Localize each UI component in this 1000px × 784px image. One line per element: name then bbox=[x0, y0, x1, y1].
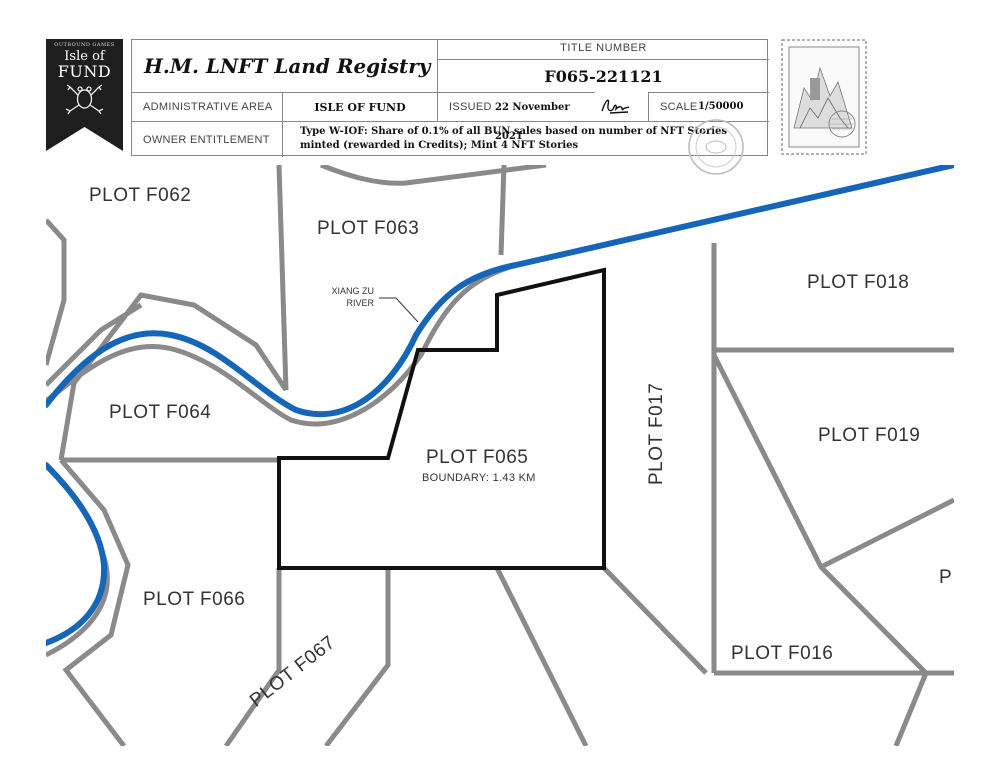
postage-stamp bbox=[781, 39, 867, 155]
title-number: F065-221121 bbox=[437, 59, 769, 92]
plot-roads bbox=[46, 165, 954, 746]
plot-label-f062: PLOT F062 bbox=[89, 185, 192, 206]
owner-entitlement-label: OWNER ENTITLEMENT bbox=[132, 121, 282, 157]
owner-entitlement-value: Type W-IOF: Share of 0.1% of all BUN sal… bbox=[282, 121, 769, 157]
issued-date: 22 November 2021 bbox=[495, 92, 595, 142]
plot-label-f019: PLOT F019 bbox=[818, 425, 921, 446]
title-number-label: TITLE NUMBER bbox=[437, 40, 769, 59]
registry-title: H.M. LNFT Land Registry bbox=[144, 54, 431, 78]
plot-f065-boundary-length: BOUNDARY: 1.43 KM bbox=[422, 472, 536, 484]
map-canvas bbox=[46, 165, 954, 746]
river-label-line-2: RIVER bbox=[346, 298, 374, 308]
river-label: XIANG ZU RIVER bbox=[314, 285, 374, 309]
admin-area-label: ADMINISTRATIVE AREA bbox=[132, 92, 282, 121]
plot-label-f016: PLOT F016 bbox=[731, 643, 834, 664]
plot-label-f064: PLOT F064 bbox=[109, 402, 212, 423]
logo-tagline: OUTBOUND GAMES bbox=[54, 42, 115, 48]
plot-map: PLOT F062 PLOT F063 PLOT F064 PLOT F065 … bbox=[46, 165, 954, 746]
admin-area-value: ISLE OF FUND bbox=[282, 92, 437, 121]
signature bbox=[601, 99, 630, 114]
logo-line-1: Isle of bbox=[64, 49, 105, 64]
xiang-zu-river bbox=[46, 165, 954, 646]
plot-label-partial: P bbox=[939, 567, 953, 588]
river-label-leader bbox=[379, 297, 419, 323]
frog-icon bbox=[65, 84, 104, 115]
plot-label-f018: PLOT F018 bbox=[807, 272, 910, 293]
river-label-line-1: XIANG ZU bbox=[331, 286, 374, 296]
plot-label-f017: PLOT F017 bbox=[646, 382, 667, 485]
registry-header-table: H.M. LNFT Land Registry TITLE NUMBER F06… bbox=[131, 39, 769, 157]
plot-label-f063: PLOT F063 bbox=[317, 218, 420, 239]
plot-label-f065: PLOT F065 bbox=[426, 447, 529, 468]
plot-label-f066: PLOT F066 bbox=[143, 589, 246, 610]
scale-value: 1/50000 bbox=[698, 101, 744, 112]
seal-stamp bbox=[688, 119, 744, 175]
isle-of-fund-logo: OUTBOUND GAMES Isle of FUND bbox=[46, 39, 123, 151]
logo-banner-shape bbox=[46, 39, 123, 151]
plot-f065-boundary bbox=[277, 267, 606, 570]
issued-label: ISSUED bbox=[437, 92, 497, 121]
scale-label: SCALE bbox=[648, 92, 769, 121]
logo-line-2: FUND bbox=[57, 62, 112, 81]
